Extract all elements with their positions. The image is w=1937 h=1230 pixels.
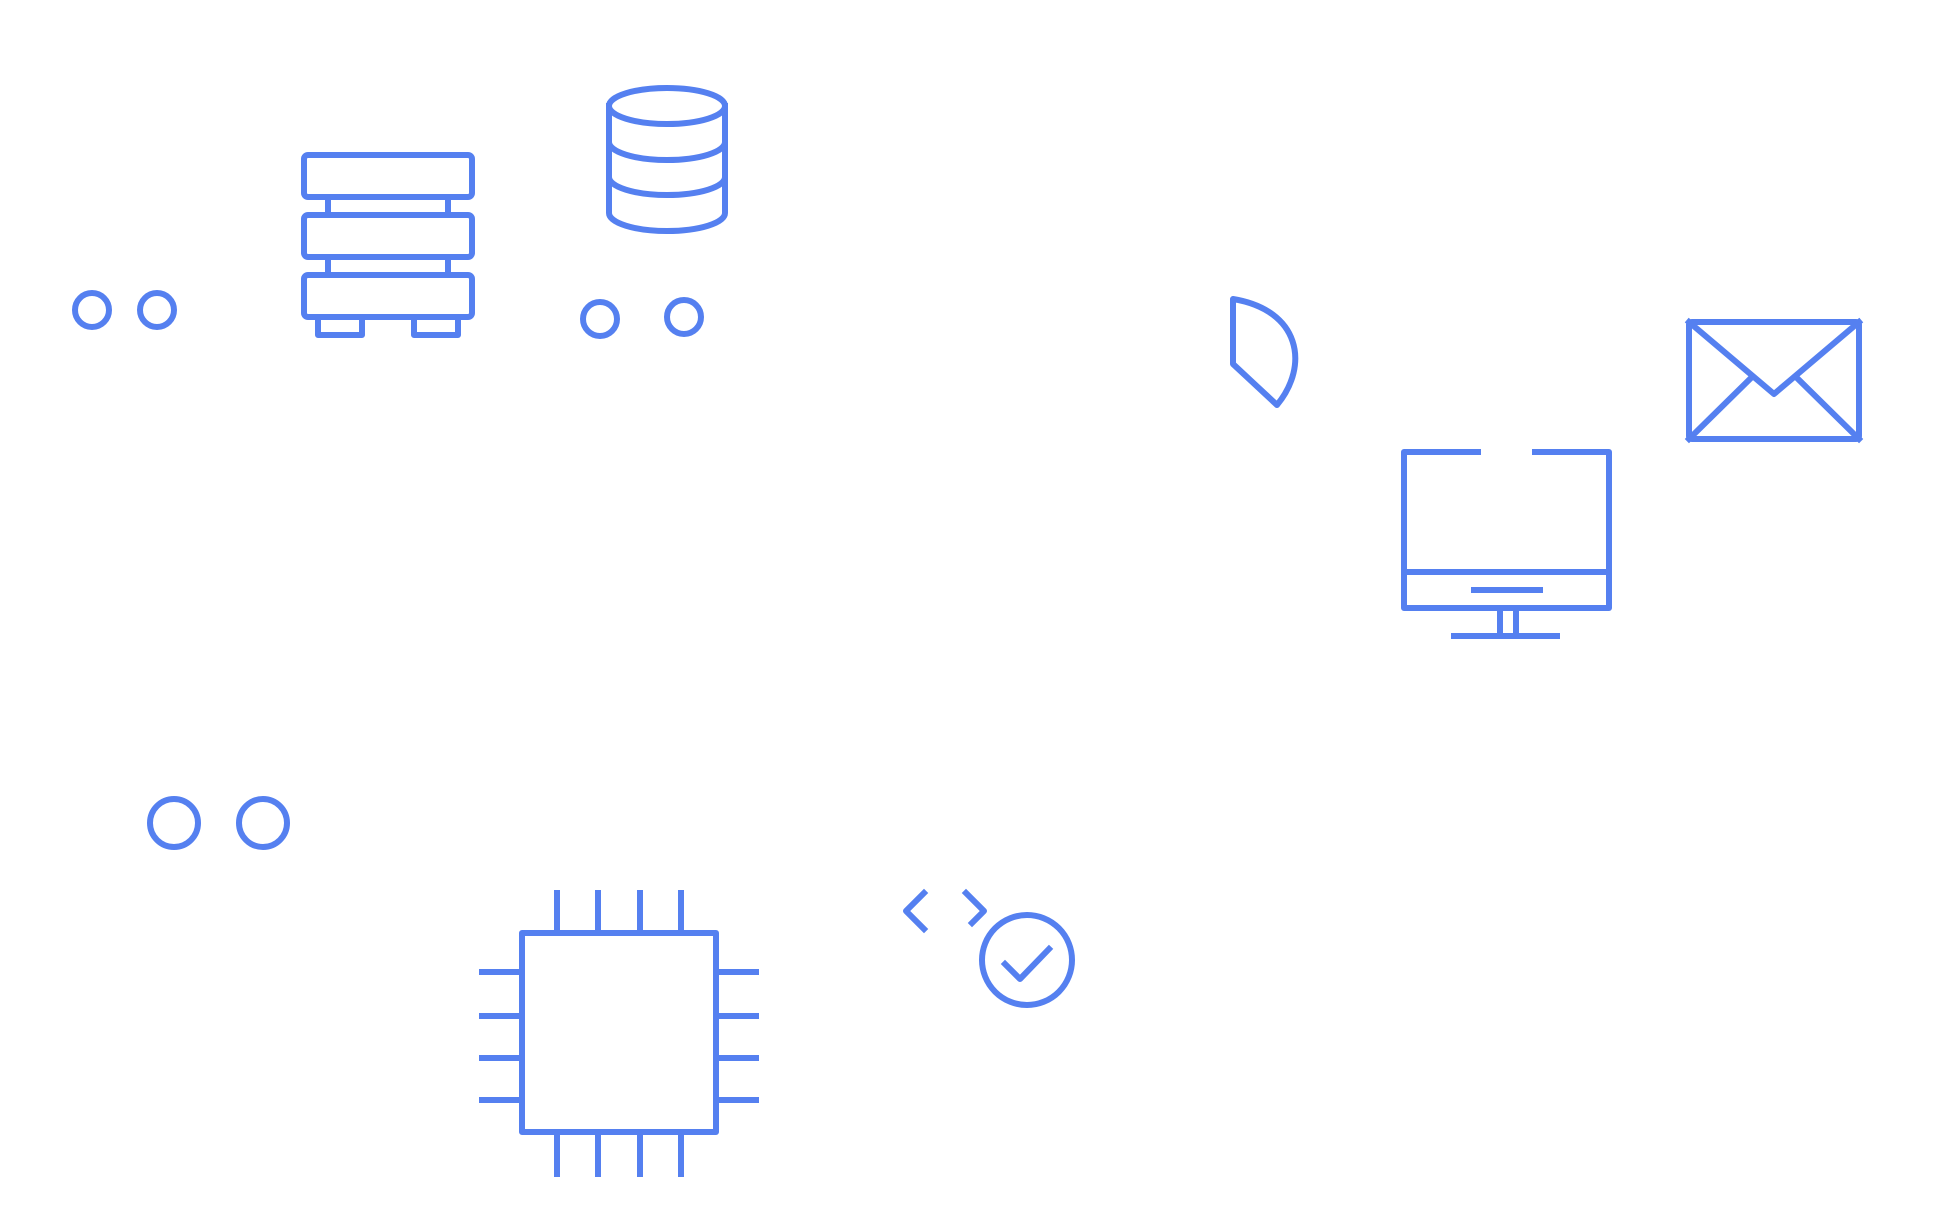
server-rack-icon: [301, 152, 475, 338]
cpu-chip-icon: [479, 890, 759, 1177]
dot-pair-icon: [72, 290, 177, 330]
dot-pair-icon: [580, 297, 704, 339]
database-icon: [605, 85, 729, 234]
dot-pair-icon: [147, 796, 290, 850]
code-brackets-icon: [903, 888, 987, 934]
check-circle-icon: [979, 912, 1075, 1008]
half-shape-icon: [1230, 296, 1299, 408]
envelope-icon: [1684, 317, 1864, 444]
monitor-icon: [1401, 449, 1612, 639]
